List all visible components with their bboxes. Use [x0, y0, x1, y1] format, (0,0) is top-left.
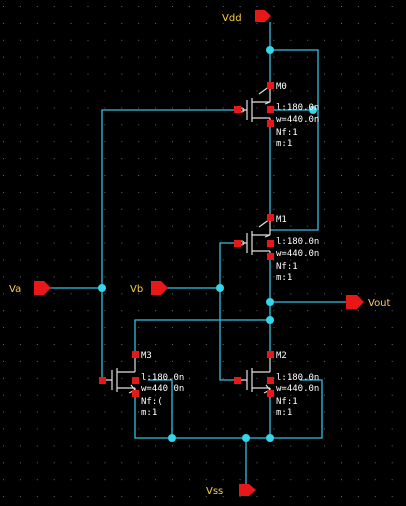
- junction-mid: [266, 316, 274, 324]
- wire-vdd[interactable]: [269, 22, 319, 231]
- transistor-m0-length: l:180.0n: [276, 103, 319, 113]
- transistor-m1-symbol: [242, 218, 271, 257]
- wire-layer: [38, 22, 350, 488]
- transistor-m2-nf: Nf:1: [276, 397, 298, 407]
- transistor-m2-symbol: [238, 356, 271, 394]
- transistor-m1-nf: Nf:1: [276, 262, 298, 272]
- pin-vdd-label: Vdd: [222, 13, 242, 24]
- transistor-m0-labels: M0 l:180.0n w=440.0n Nf:1 m:1: [276, 82, 319, 149]
- junction-vb: [216, 284, 224, 292]
- transistor-m2-labels: M2 l:180.0n w=440.0n Nf:1 m:1: [276, 351, 319, 418]
- transistor-m3-symbol: [103, 356, 136, 394]
- junction-dots: [98, 46, 317, 442]
- pin-va-label: Va: [9, 284, 21, 295]
- transistor-m3-m: m:1: [141, 408, 157, 418]
- transistor-m0-m: m:1: [276, 139, 292, 149]
- transistor-m3[interactable]: [103, 356, 136, 394]
- transistor-m0-name: M0: [276, 82, 287, 92]
- wire-vb[interactable]: [165, 242, 237, 381]
- transistor-m1[interactable]: [239, 218, 271, 257]
- junction-va: [98, 284, 106, 292]
- pin-va-arrow-icon: [34, 281, 51, 295]
- wire-m3-source[interactable]: [134, 379, 323, 439]
- pin-vb-label: Vb: [130, 284, 143, 295]
- transistor-m2-m: m:1: [276, 408, 292, 418]
- transistor-m2[interactable]: [238, 356, 271, 394]
- transistor-m2-length: l:180.0n: [276, 373, 319, 383]
- junction-m0-body: [309, 106, 317, 114]
- pin-vb[interactable]: Vb: [130, 281, 168, 295]
- pin-vout[interactable]: Vout: [346, 295, 391, 309]
- wire-mid-node[interactable]: [134, 319, 270, 355]
- pin-vss[interactable]: Vss: [206, 484, 256, 497]
- grid-dots: [3, 6, 393, 498]
- transistor-m2-width: w=440.0n: [276, 384, 319, 394]
- junction-m2-source: [266, 434, 274, 442]
- junction-m3-body: [168, 434, 176, 442]
- pin-vout-label: Vout: [368, 298, 391, 309]
- transistor-m1-labels: M1 l:180.0n w=440.0n Nf:1 m:1: [276, 215, 319, 283]
- transistor-m3-name: M3: [141, 351, 152, 361]
- transistor-m1-width: w=440.0n: [276, 249, 319, 259]
- transistor-m3-labels: M3 l:180.0n w=440 0n Nf:( m:1: [141, 351, 184, 418]
- transistor-m3-nf: Nf:(: [141, 397, 163, 407]
- pin-vb-arrow-icon: [151, 281, 168, 295]
- pin-vout-arrow-icon: [346, 295, 364, 309]
- pin-vss-arrow-icon: [239, 484, 256, 496]
- transistor-m0-nf: Nf:1: [276, 128, 298, 138]
- pin-vdd-arrow-icon: [255, 10, 271, 22]
- transistor-m1-m: m:1: [276, 273, 292, 283]
- transistor-m3-length: l:180.0n: [141, 373, 184, 383]
- wire-m3-body: [148, 379, 173, 438]
- transistor-m1-length: l:180.0n: [276, 237, 319, 247]
- transistor-m0[interactable]: [239, 85, 271, 124]
- terminal-markers: [99, 82, 274, 397]
- pin-vdd[interactable]: Vdd: [222, 10, 271, 24]
- junction-vss: [242, 434, 250, 442]
- junction-vdd: [266, 46, 274, 54]
- pin-va[interactable]: Va: [9, 281, 51, 295]
- transistor-m1-name: M1: [276, 215, 287, 225]
- junction-vout: [266, 298, 274, 306]
- wire-va-m0-gate[interactable]: [38, 109, 237, 381]
- transistor-m0-width: w=440.0n: [276, 115, 319, 125]
- pin-vss-label: Vss: [206, 486, 223, 497]
- transistor-m0-symbol: [242, 85, 271, 124]
- transistor-m3-width: w=440 0n: [141, 384, 184, 394]
- transistor-m2-name: M2: [276, 351, 287, 361]
